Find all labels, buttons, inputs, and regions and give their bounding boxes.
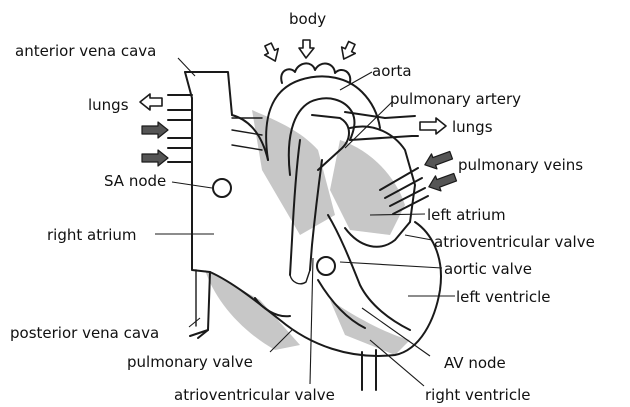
- label-atrioventricular-valve-bottom: atrioventricular valve: [174, 386, 335, 404]
- label-left-ventricle: left ventricle: [456, 288, 551, 306]
- label-right-atrium: right atrium: [47, 226, 137, 244]
- arrow-up-icon: [337, 40, 358, 63]
- arrow-left-icon: [422, 148, 454, 173]
- sa-node-circle: [213, 179, 231, 197]
- label-av-node: AV node: [444, 354, 506, 372]
- label-left-atrium: left atrium: [427, 206, 506, 224]
- label-body: body: [289, 10, 326, 28]
- aortic-valve-circle: [317, 257, 335, 275]
- label-atrioventricular-valve-right: atrioventricular valve: [434, 233, 595, 251]
- arrow-left-icon: [140, 94, 162, 110]
- pulmonary-vessels-left: [168, 95, 262, 162]
- label-pulmonary-valve: pulmonary valve: [127, 353, 253, 371]
- label-right-ventricle: right ventricle: [425, 386, 530, 404]
- arrow-up-icon: [299, 40, 314, 58]
- label-anterior-vena-cava: anterior vena cava: [15, 42, 156, 60]
- label-pulmonary-artery: pulmonary artery: [390, 90, 521, 108]
- label-lungs-right: lungs: [452, 118, 493, 136]
- label-posterior-vena-cava: posterior vena cava: [10, 324, 159, 342]
- arrow-right-icon: [142, 122, 168, 138]
- arrow-up-icon: [261, 41, 282, 64]
- vena-cava-arrows: [142, 122, 168, 166]
- label-lungs-left: lungs: [88, 96, 129, 114]
- label-pulmonary-veins: pulmonary veins: [458, 156, 583, 174]
- arrow-right-icon: [142, 150, 168, 166]
- label-sa-node: SA node: [104, 172, 166, 190]
- lungs-arrow-left: [140, 94, 162, 110]
- lungs-arrow-right: [420, 118, 446, 134]
- arrow-left-icon: [426, 170, 458, 195]
- heart-shading: [205, 110, 410, 355]
- body-arrows: [261, 40, 358, 64]
- label-aortic-valve: aortic valve: [444, 260, 532, 278]
- label-aorta: aorta: [372, 62, 412, 80]
- arrow-right-icon: [420, 118, 446, 134]
- pulmonary-vein-arrows: [422, 148, 458, 195]
